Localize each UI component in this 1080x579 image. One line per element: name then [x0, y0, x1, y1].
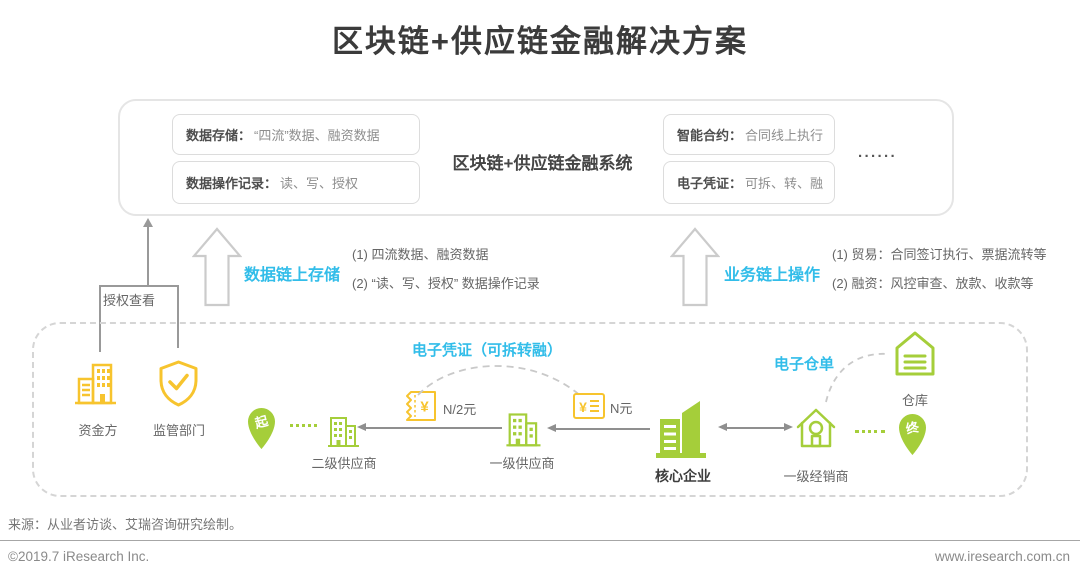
- tier1-distributor-house-icon: [796, 408, 836, 448]
- list-item: (2) “读、写、授权” 数据操作记录: [352, 276, 540, 291]
- svg-text:起: 起: [252, 413, 270, 431]
- voucher-half-icon: ¥: [406, 391, 436, 421]
- tier2-supplier-building-icon: [328, 417, 359, 447]
- evoucher-flow-label: 电子凭证（可拆转融）: [412, 342, 563, 359]
- list-item: (2) 融资：风控审查、放款、收款等: [832, 276, 1034, 291]
- list-item: (1) 四流数据、融资数据: [352, 247, 489, 262]
- auth-arrow-line: [147, 226, 149, 286]
- ellipsis-more: ······: [858, 148, 897, 165]
- dotted-chain-segment: [855, 430, 885, 433]
- svg-text:¥: ¥: [420, 399, 429, 416]
- ecosystem-panel: [32, 322, 1028, 497]
- item-text: 合同线上执行: [745, 128, 824, 143]
- page-title: 区块链+供应链金融解决方案: [331, 24, 749, 59]
- item-data-storage: 数据存储： “四流”数据、融资数据: [172, 114, 420, 155]
- flow-arrow-head-left: [357, 423, 366, 431]
- auth-arrow-head: [143, 218, 153, 227]
- auth-connector-hline: [99, 285, 179, 287]
- voucher-full-icon: ¥: [573, 393, 605, 419]
- big-up-arrow-icon: [192, 227, 242, 307]
- end-pin-icon: 终: [899, 413, 926, 455]
- item-label: 数据存储：: [186, 128, 252, 143]
- svg-text:终: 终: [904, 419, 921, 437]
- voucher-half-amount: N/2元: [443, 402, 477, 417]
- flow-arrow-head-left: [718, 423, 727, 431]
- flow-arrow-line: [556, 428, 650, 430]
- item-smart-contract: 智能合约： 合同线上执行: [663, 114, 835, 155]
- source-note: 来源：从业者访谈、艾瑞咨询研究绘制。: [8, 517, 243, 532]
- list-item: (1) 贸易：合同签订执行、票据流转等: [832, 247, 1047, 262]
- svg-text:¥: ¥: [579, 399, 587, 415]
- warehouse-icon: [895, 331, 935, 376]
- chain-operate-label: 业务链上操作: [724, 267, 821, 284]
- tier1-supplier-building-icon: [506, 413, 541, 447]
- copyright-text: ©2019.7 iResearch Inc.: [8, 549, 150, 564]
- evoucher-dashed-arc: [417, 365, 583, 398]
- core-enterprise-label: 核心企业: [655, 468, 711, 484]
- chain-operate-list: (1) 贸易：合同签订执行、票据流转等 (2) 融资：风控审查、放款、收款等: [832, 248, 1047, 306]
- flow-arrow-head-left: [547, 424, 556, 432]
- auth-connector-left: [99, 285, 101, 352]
- ewarehouse-dashed-arc: [825, 353, 889, 403]
- item-text: “四流”数据、融资数据: [254, 128, 380, 143]
- tier1-supplier-label: 一级供应商: [489, 456, 555, 471]
- funder-buildings-icon: [75, 363, 116, 405]
- flow-arrow-line: [727, 427, 785, 429]
- chain-store-list: (1) 四流数据、融资数据 (2) “读、写、授权” 数据操作记录: [352, 248, 540, 306]
- dotted-chain-segment: [290, 424, 317, 427]
- flow-arrow-line: [366, 427, 502, 429]
- chain-store-label: 数据链上存储: [244, 267, 341, 284]
- item-data-op-record: 数据操作记录： 读、写、授权: [172, 161, 420, 204]
- ewarehouse-flow-label: 电子仓单: [774, 356, 835, 373]
- auth-view-label: 授权查看: [103, 293, 156, 308]
- item-text: 读、写、授权: [280, 176, 359, 191]
- regulator-label: 监管部门: [152, 423, 205, 438]
- system-title: 区块链+供应链金融系统: [452, 154, 633, 173]
- item-evoucher: 电子凭证： 可拆、转、融: [663, 161, 835, 204]
- website-url: www.iresearch.com.cn: [934, 549, 1070, 564]
- warehouse-label: 仓库: [901, 393, 928, 408]
- regulator-shield-icon: [159, 360, 198, 407]
- auth-connector-right: [177, 285, 179, 348]
- core-enterprise-building-icon: [656, 401, 706, 458]
- tier2-supplier-label: 二级供应商: [311, 456, 377, 471]
- flow-arrow-head-right: [784, 423, 793, 431]
- tier1-distributor-label: 一级经销商: [783, 469, 849, 484]
- funder-label: 资金方: [78, 423, 118, 438]
- footer-divider: [0, 540, 1080, 541]
- start-pin-icon: 起: [248, 407, 275, 449]
- item-text: 可拆、转、融: [745, 176, 824, 191]
- voucher-full-amount: N元: [610, 401, 633, 416]
- item-label: 电子凭证：: [677, 176, 743, 191]
- item-label: 智能合约：: [677, 128, 743, 143]
- item-label: 数据操作记录：: [186, 176, 278, 191]
- big-up-arrow-icon: [670, 227, 720, 307]
